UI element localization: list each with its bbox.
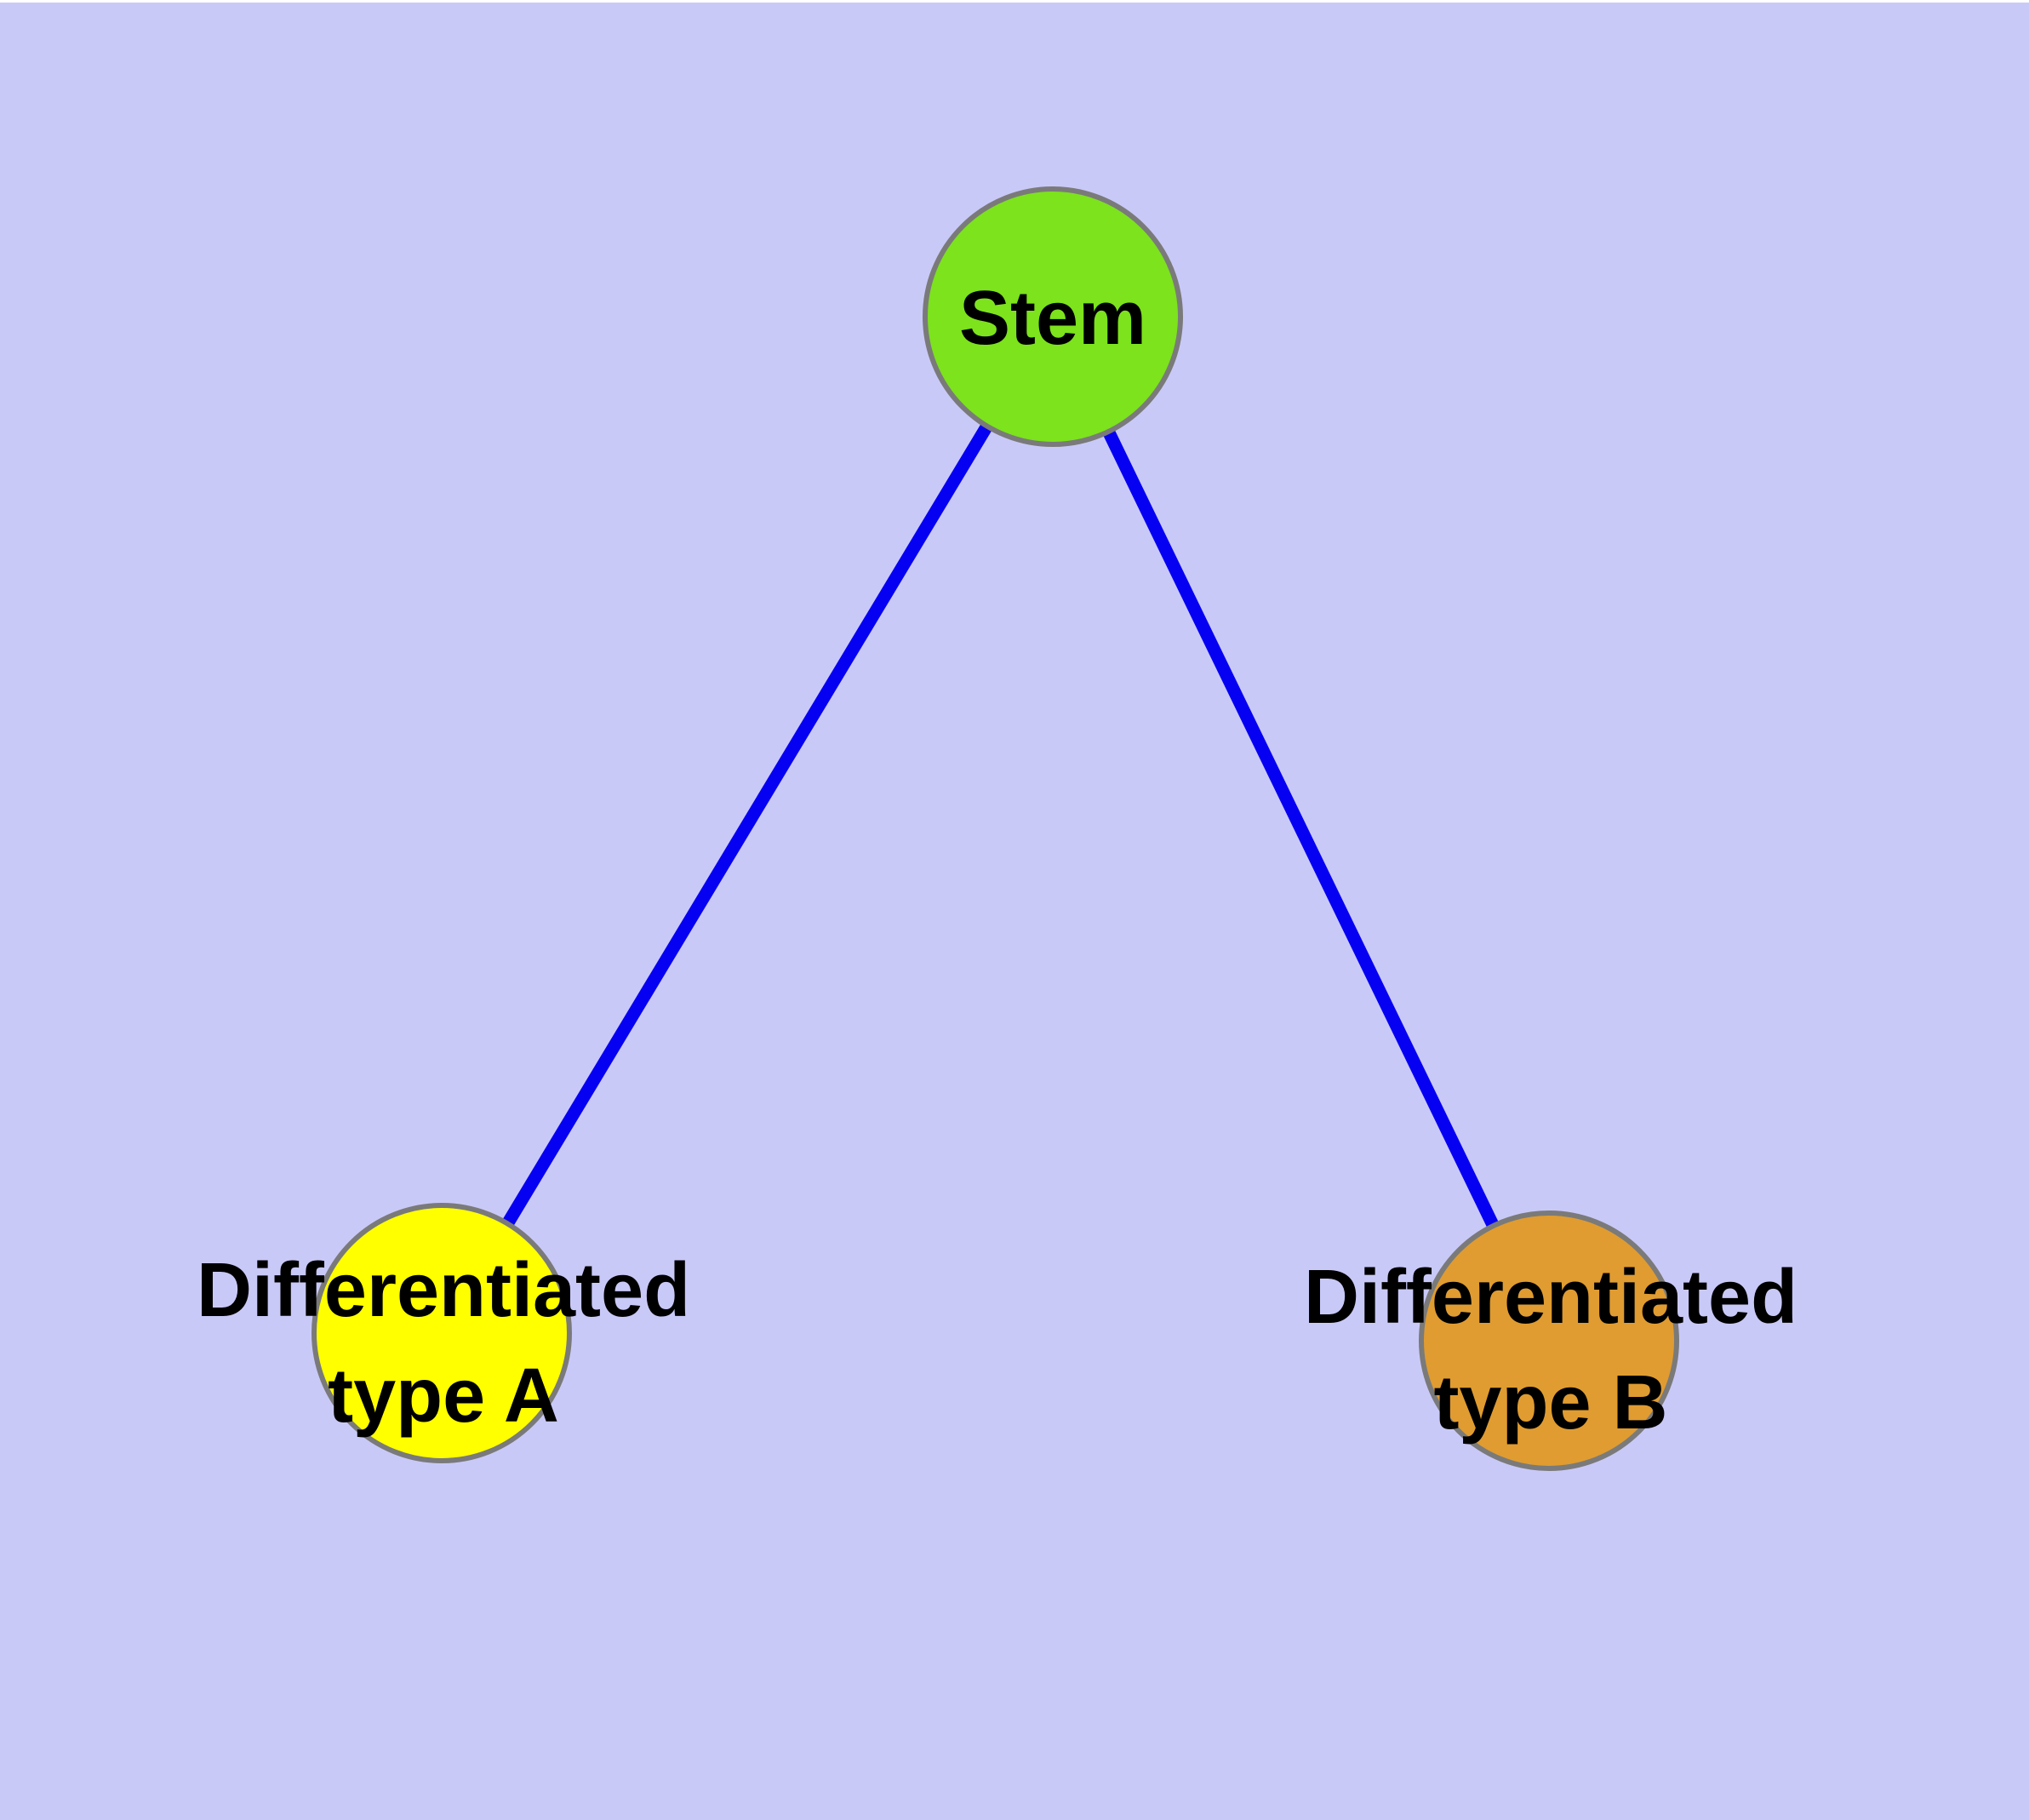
top-border-strip	[0, 0, 2029, 3]
node-differentiated-type-b[interactable]	[1419, 1210, 1679, 1471]
edge-stem-to-type-a	[436, 313, 1059, 1336]
node-stem[interactable]	[923, 186, 1183, 447]
node-differentiated-type-a[interactable]	[311, 1203, 572, 1463]
edge-stem-to-type-b	[1047, 313, 1555, 1344]
